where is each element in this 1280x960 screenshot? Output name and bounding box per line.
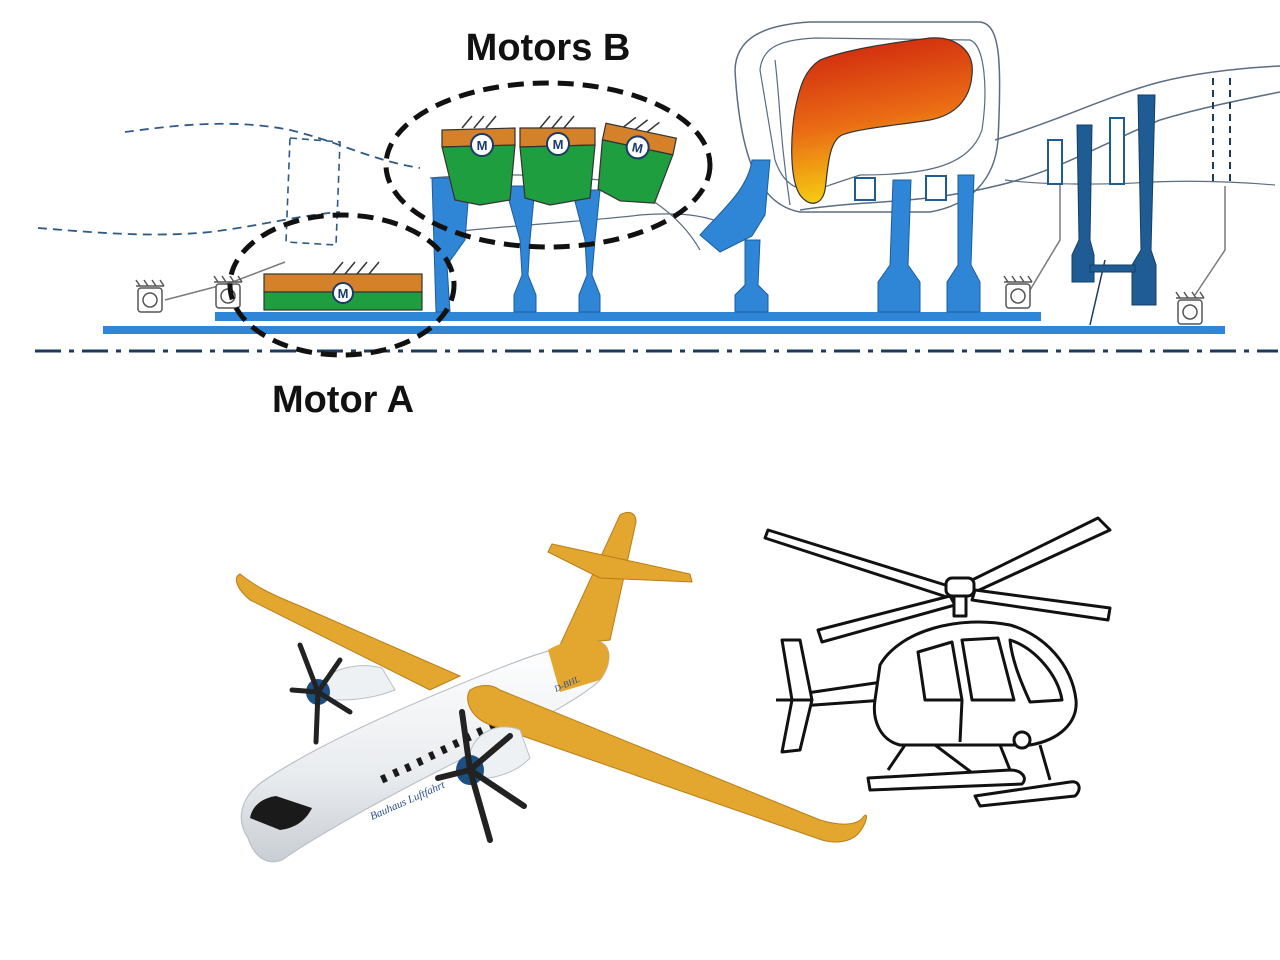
motor-b-1: M xyxy=(441,115,516,206)
aircraft-left-propeller xyxy=(289,642,353,745)
aircraft-vertical-tail xyxy=(559,511,637,646)
compressor-blade-3 xyxy=(571,189,601,313)
motor-b-2: M xyxy=(519,115,596,206)
motor-icon xyxy=(546,132,570,156)
aircraft-right-wing xyxy=(467,685,867,843)
motor-a-assembly: M xyxy=(263,261,423,311)
helicopter-door-line xyxy=(958,699,964,743)
lp-turbine-blades xyxy=(1071,94,1157,306)
low-pressure-shaft xyxy=(103,326,1225,334)
motor-a-label: Motor A xyxy=(272,379,414,421)
hp-compressor-disk xyxy=(734,239,769,313)
rear-support-strut xyxy=(1029,180,1061,291)
aircraft-right-propeller xyxy=(435,709,527,843)
rear-support-strut-2 xyxy=(1194,186,1226,296)
turbine-vane-1 xyxy=(854,177,876,201)
helicopter-rotor-blade-2 xyxy=(966,516,1112,594)
motor-a-symbol: M xyxy=(338,286,349,301)
motor-b-3: M xyxy=(597,116,678,204)
inlet-dashed-box xyxy=(285,137,341,246)
helicopter-icon xyxy=(763,516,1112,808)
hp-turbine-blade-1 xyxy=(877,179,921,313)
casing-contour-1 xyxy=(774,59,791,206)
motor-icon: M xyxy=(332,282,354,304)
inlet-dashed-inner xyxy=(37,211,341,236)
compressor-blades xyxy=(431,159,981,313)
helicopter-rotor-hub xyxy=(944,576,976,598)
lp-vane-1 xyxy=(1047,139,1063,185)
combustion-chamber xyxy=(791,37,973,204)
motors-b-assembly: M M M xyxy=(441,115,678,206)
turbine-vane-2 xyxy=(925,175,947,201)
motor-icon xyxy=(625,135,650,160)
helicopter-light xyxy=(1012,730,1032,750)
compressor-hub-line xyxy=(449,213,721,233)
helicopter-window-middle xyxy=(960,636,1016,702)
aircraft-tail-fin-join xyxy=(548,639,609,692)
turbine-vanes xyxy=(854,117,1125,201)
helicopter-rotor-mast xyxy=(952,594,968,618)
aircraft-left-nacelle xyxy=(319,665,396,701)
helicopter-rotor-blade-1 xyxy=(763,528,957,600)
lp-vane-2 xyxy=(1109,117,1125,185)
aircraft-left-wing xyxy=(235,573,462,691)
bearing-icon xyxy=(1175,291,1205,325)
bearing-icon xyxy=(1003,275,1033,309)
hp-turbine-blade-2 xyxy=(946,174,981,313)
inlet-dashed-outer xyxy=(124,122,421,169)
motor-b2-symbol: M xyxy=(553,137,564,152)
lp-turbine-blade-1 xyxy=(1071,124,1095,283)
compressor-blade-2 xyxy=(504,185,537,313)
lp-turbine-blade-2 xyxy=(1131,94,1157,306)
casing-contour-3 xyxy=(994,65,1280,141)
motors-b-label: Motors B xyxy=(466,27,631,69)
aircraft-cockpit-window xyxy=(250,796,312,830)
helicopter-skid-struts xyxy=(886,743,1052,781)
aircraft-horizontal-tail xyxy=(547,543,693,583)
helicopter-rotor-blade-3 xyxy=(970,588,1112,622)
engine-cross-section: M M M M xyxy=(35,21,1280,421)
helicopter-skid-right xyxy=(973,780,1081,808)
motor-b1-symbol: M xyxy=(477,138,488,153)
motors-b-highlight-ellipse xyxy=(383,80,713,250)
lp-turbine-link xyxy=(1089,264,1136,273)
bearings xyxy=(135,275,1205,325)
high-pressure-shaft xyxy=(215,312,1041,321)
motor-icon xyxy=(470,133,494,157)
motor-a-highlight-ellipse xyxy=(227,212,457,358)
turboprop-aircraft-icon: Bauhaus Luftfahrt D-BHL xyxy=(235,511,867,863)
motor-b3-symbol: M xyxy=(631,139,645,156)
bearing-icon xyxy=(135,279,165,313)
hp-compressor-diffuser xyxy=(699,159,771,253)
helicopter-skid-left xyxy=(866,768,1026,792)
motor-a-hatches xyxy=(332,261,380,275)
helicopter-window-front xyxy=(1008,638,1064,704)
helicopter-tail-fin xyxy=(780,638,814,754)
casing-contour-2 xyxy=(799,91,1280,211)
front-support-strut xyxy=(164,261,286,301)
